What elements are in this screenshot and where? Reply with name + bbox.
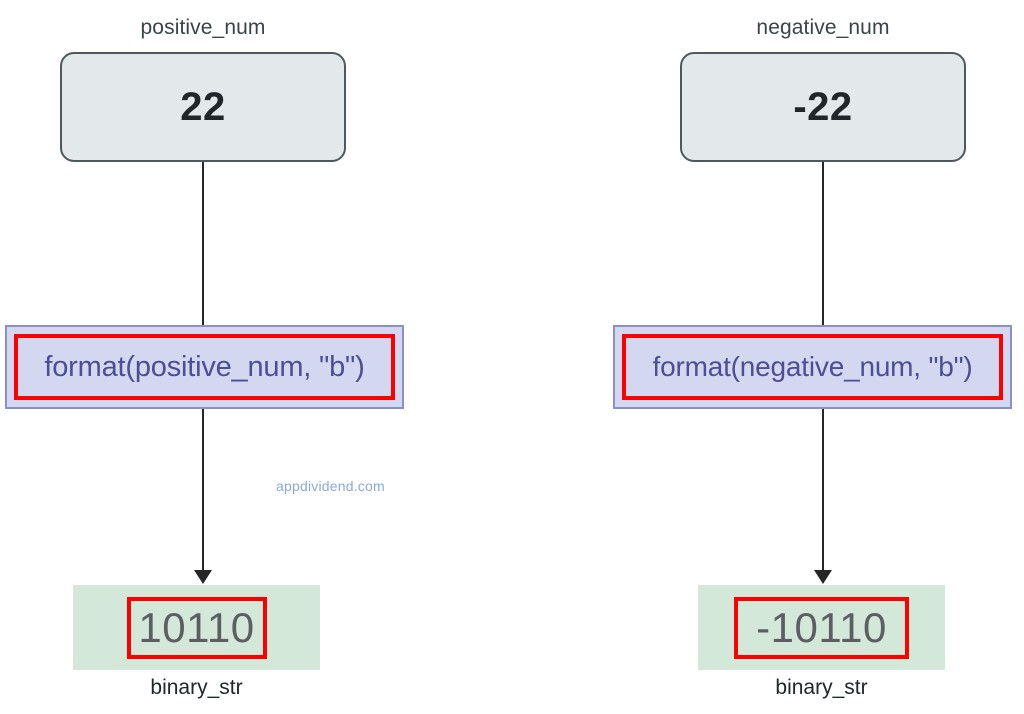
- connector-positive-process-to-output: [202, 409, 204, 572]
- output-caption-negative: binary_str: [775, 676, 868, 699]
- connector-positive-input-to-process: [202, 162, 204, 325]
- arrowhead-positive: [194, 570, 212, 584]
- process-code-negative: format(negative_num, "b"): [652, 351, 973, 382]
- output-node-negative: -10110: [698, 585, 945, 670]
- input-node-negative: -22: [680, 52, 966, 162]
- watermark-text: appdividend.com: [276, 478, 385, 494]
- connector-negative-process-to-output: [822, 409, 824, 572]
- output-node-positive: 10110: [73, 585, 320, 670]
- input-node-positive: 22: [60, 52, 346, 162]
- input-caption-positive: positive_num: [140, 16, 266, 39]
- input-caption-negative: negative_num: [756, 16, 890, 39]
- output-caption-positive: binary_str: [150, 676, 243, 699]
- highlight-box-negative-process: format(negative_num, "b"): [622, 334, 1003, 400]
- process-node-positive: format(positive_num, "b"): [5, 325, 404, 409]
- highlight-box-negative-output: -10110: [734, 596, 909, 659]
- process-code-positive: format(positive_num, "b"): [44, 350, 365, 383]
- process-node-negative: format(negative_num, "b"): [613, 325, 1012, 409]
- highlight-box-positive-output: 10110: [126, 596, 267, 659]
- input-value-negative: -22: [793, 84, 853, 129]
- output-value-negative: -10110: [756, 603, 887, 651]
- highlight-box-positive-process: format(positive_num, "b"): [14, 334, 395, 400]
- connector-negative-input-to-process: [822, 162, 824, 325]
- output-value-positive: 10110: [138, 603, 255, 651]
- arrowhead-negative: [814, 570, 832, 584]
- input-value-positive: 22: [180, 84, 226, 129]
